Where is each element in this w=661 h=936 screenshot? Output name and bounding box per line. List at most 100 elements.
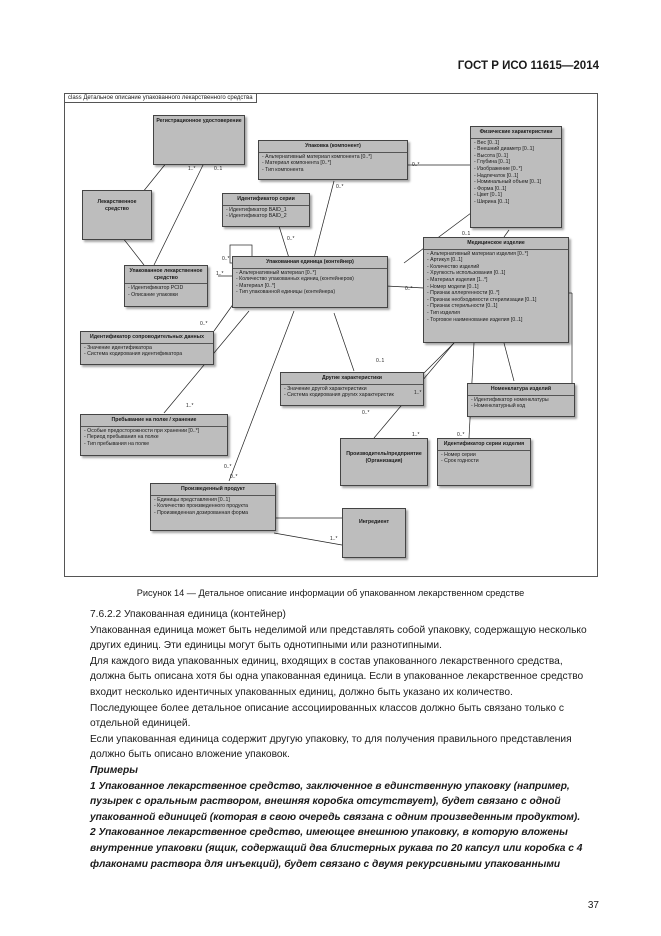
- link-device-nomenclature: [503, 342, 515, 382]
- paragraph: Упакованная единица может быть неделимой…: [90, 624, 587, 652]
- multiplicity-label: 0..*: [222, 256, 230, 262]
- multiplicity-label: 1..*: [216, 271, 224, 277]
- section-body: 7.6.2.2 Упакованная единица (контейнер) …: [90, 607, 598, 872]
- attr: Артикул [0..1]: [427, 257, 565, 264]
- attr: Описание упаковки: [128, 292, 204, 299]
- class-package-component: Упаковка (компонент) Альтернативный мате…: [258, 140, 408, 180]
- class-nomenclature-name: Номенклатура изделий: [468, 384, 574, 396]
- paragraph: Для каждого вида упакованных единиц, вхо…: [90, 655, 584, 698]
- class-package-component-name: Упаковка (компонент): [259, 141, 407, 153]
- attr: Количество изделий: [427, 264, 565, 271]
- multiplicity-label: 0..*: [457, 432, 465, 438]
- attr: Произведенная дозированная форма: [154, 510, 272, 517]
- multiplicity-label: 0..1: [462, 231, 471, 237]
- attr: Материал изделия [1..*]: [427, 277, 565, 284]
- class-medical-device: Медицинское изделие Альтернативный матер…: [423, 237, 569, 343]
- attr: Признак стерильности [0..1]: [427, 303, 565, 310]
- attr: Количество произведенного продукта: [154, 503, 272, 510]
- multiplicity-label: 1..*: [414, 390, 422, 396]
- attr: Материал [0..*]: [236, 283, 384, 290]
- attr: Форма [0..1]: [474, 186, 558, 193]
- link-device-physical: [503, 229, 510, 238]
- attr: Особые предосторожности при хранении [0.…: [84, 428, 224, 435]
- multiplicity-label: 0..*: [405, 286, 413, 292]
- link-produced-ingredient2: [273, 532, 343, 546]
- paragraph: Если упакованная единица содержит другую…: [90, 733, 572, 761]
- multiplicity-label: 0..*: [200, 321, 208, 327]
- attr: Изображение [0..*]: [474, 166, 558, 173]
- class-drug: Лекарственное средство: [82, 190, 152, 240]
- class-serial-id-name: Идентификатор серии: [223, 194, 309, 206]
- class-physical-name: Физические характеристики: [471, 127, 561, 139]
- attr: Материал компонента [0..*]: [262, 160, 404, 167]
- class-accompanying-data-id: Идентификатор сопроводительных данных Зн…: [80, 331, 214, 365]
- multiplicity-label: 0..*: [224, 464, 232, 470]
- multiplicity-label: 0..1: [376, 358, 385, 364]
- class-other-characteristics-name: Другие характеристики: [281, 373, 423, 385]
- multiplicity-label: 0..*: [362, 410, 370, 416]
- attr: Альтернативный материал [0..*]: [236, 270, 384, 277]
- link-unit-device2: [385, 285, 425, 289]
- document-header: ГОСТ Р ИСО 11615—2014: [457, 60, 599, 72]
- multiplicity-label: 1..*: [330, 536, 338, 542]
- link-regcert-packed: [153, 162, 205, 266]
- attr: Признак аллергенности [0..*]: [427, 290, 565, 297]
- attr: Тип компонента: [262, 167, 404, 174]
- attr: Значение другой характеристики: [284, 386, 420, 393]
- multiplicity-label: 1..*: [412, 432, 420, 438]
- attr: Вес [0..1]: [474, 140, 558, 147]
- attr: Система кодирования других характеристик: [284, 392, 420, 399]
- class-drug-name: Лекарственное средство: [97, 199, 137, 212]
- section-heading: 7.6.2.2 Упакованная единица (контейнер): [90, 609, 286, 620]
- link-unit-accomp: [213, 302, 235, 332]
- class-reg-cert: Регистрационное удостоверение: [153, 115, 245, 165]
- link-serial-unit: [278, 225, 290, 259]
- attr: Тип изделия: [427, 310, 565, 317]
- class-device-serial-name: Идентификатор серии изделия: [438, 439, 530, 451]
- class-manufacturer: Производитель/предприятие (Организация): [340, 438, 428, 486]
- attr: Надпечаток [0..1]: [474, 173, 558, 180]
- attr: Внешний диаметр [0..1]: [474, 146, 558, 153]
- class-ingredient: Ингредиент: [342, 508, 406, 558]
- class-reg-cert-name: Регистрационное удостоверение: [156, 118, 242, 124]
- class-ingredient-name: Ингредиент: [358, 519, 390, 525]
- attr: Ширина [0..1]: [474, 199, 558, 206]
- attr: Идентификатор BAID_2: [226, 213, 306, 220]
- class-produced-product-name: Произведенный продукт: [151, 484, 275, 496]
- class-packed-unit: Упакованная единица (контейнер) Альтерна…: [232, 256, 388, 308]
- attr: Идентификатор PCID: [128, 285, 204, 292]
- class-shelf-life: Пребывание на полке / хранение Особые пр…: [80, 414, 228, 456]
- attr: Значение идентификатора: [84, 345, 210, 352]
- class-device-serial: Идентификатор серии изделия Номер серии …: [437, 438, 531, 486]
- attr: Срок годности: [441, 458, 527, 465]
- class-shelf-life-name: Пребывание на полке / хранение: [81, 415, 227, 427]
- attr: Тип пребывания на полке: [84, 441, 224, 448]
- attr: Тип упакованной единицы (контейнера): [236, 289, 384, 296]
- attr: Высота [0..1]: [474, 153, 558, 160]
- attr: Номер серии: [441, 452, 527, 459]
- figure-caption: Рисунок 14 — Детальное описание информац…: [136, 588, 525, 598]
- multiplicity-label: 0..*: [336, 184, 344, 190]
- link-pkgcomp-unit: [313, 180, 335, 259]
- class-packed-drug: Упакованное лекарственное средство Идент…: [124, 265, 208, 307]
- attr: Альтернативный материал изделия [0..*]: [427, 251, 565, 258]
- attr: Идентификатор номенклатуры: [471, 397, 571, 404]
- attr: Единицы представления [0..1]: [154, 497, 272, 504]
- attr: Номер модели [0..1]: [427, 284, 565, 291]
- attr: Признак необходимости стерилизации [0..1…: [427, 297, 565, 304]
- class-medical-device-name: Медицинское изделие: [424, 238, 568, 250]
- attr: Цвет [0..1]: [474, 192, 558, 199]
- multiplicity-label: 0..*: [287, 236, 295, 242]
- class-nomenclature: Номенклатура изделий Идентификатор номен…: [467, 383, 575, 417]
- attr: Идентификатор BAID_1: [226, 207, 306, 214]
- example-1: 1 Упакованное лекарственное средство, за…: [90, 780, 581, 823]
- class-serial-id: Идентификатор серии Идентификатор BAID_1…: [222, 193, 310, 227]
- attr: Система кодирования идентификатора: [84, 351, 210, 358]
- multiplicity-label: 1..*: [186, 403, 194, 409]
- class-packed-drug-name: Упакованное лекарственное средство: [125, 266, 207, 285]
- class-manufacturer-name: Производитель/предприятие (Организация): [346, 451, 422, 464]
- link-unit-other: [333, 312, 355, 372]
- class-physical: Физические характеристики Вес [0..1] Вне…: [470, 126, 562, 228]
- multiplicity-label: 0..*: [412, 162, 420, 168]
- paragraph: Последующее более детальное описание асс…: [90, 702, 564, 730]
